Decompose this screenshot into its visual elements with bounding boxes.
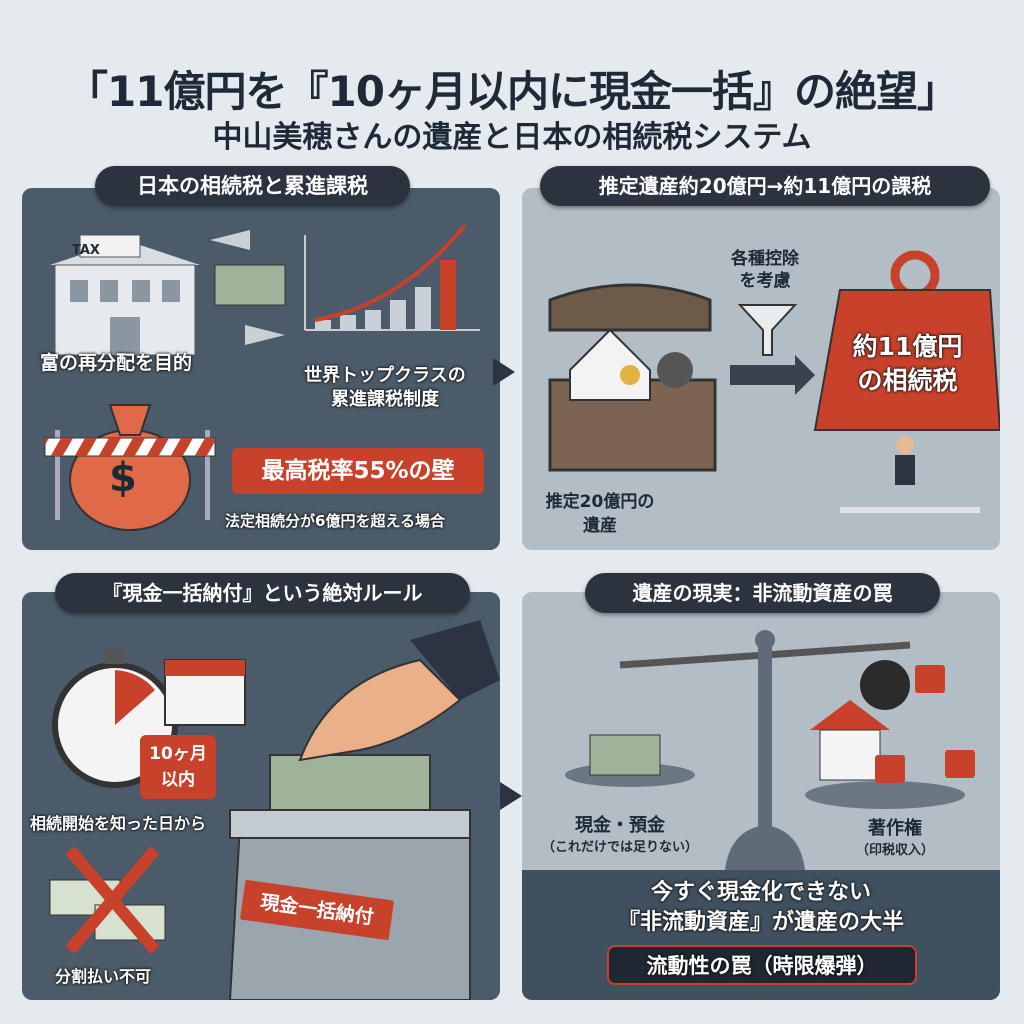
arrow-left-icon	[210, 230, 250, 250]
lock-icon	[945, 750, 975, 778]
record-icon	[860, 660, 910, 710]
top-rate-badge: 最高税率55%の壁	[232, 448, 484, 494]
arrow-right-icon	[730, 355, 815, 395]
funnel-icon	[737, 304, 798, 356]
tax-sign: TAX	[72, 243, 100, 258]
balance-scale-icon	[565, 630, 965, 870]
bar-chart-icon	[304, 225, 480, 331]
arrow-right-icon	[500, 782, 522, 810]
person-lifting-icon	[840, 436, 980, 513]
estate-label: 推定20億円の遺産	[545, 492, 655, 536]
hand-with-cash-icon	[269, 620, 500, 831]
copyright-label: 著作権（印税収入）	[855, 818, 934, 858]
panel2-heading: 推定遺産約20億円→約11億円の課税	[540, 166, 990, 206]
cash-label: 現金・預金（これだけでは足りない）	[541, 815, 698, 855]
arrow-right-icon	[245, 325, 285, 345]
arrow-right-icon	[493, 358, 515, 386]
panel3-heading: 『現金一括納付』という絶対ルール	[55, 573, 470, 613]
house-icon	[810, 700, 890, 781]
panel4-illustration	[565, 630, 975, 870]
lock-icon	[915, 665, 945, 693]
dollar-sign: $	[109, 455, 137, 501]
bank-building-icon	[50, 234, 200, 356]
purpose-label: 富の再分配を目的	[40, 352, 193, 374]
progressive-label: 世界トップクラスの累進課税制度	[304, 365, 466, 410]
cash-stack-icon	[214, 264, 286, 306]
panel2-illustration	[548, 250, 1000, 513]
panel1-heading: 日本の相続税と累進課税	[95, 166, 410, 206]
barrier-icon	[44, 430, 216, 520]
deadline-badge: 10ヶ月以内	[140, 735, 216, 799]
summary-text: 今すぐ現金化できない『非流動資産』が遺産の大半	[617, 880, 904, 935]
no-installment-label: 分割払い不可	[55, 967, 152, 986]
panel4-heading: 遺産の現実：非流動資産の罠	[585, 573, 940, 613]
tax-amount-label: 約11億円の相続税	[852, 332, 963, 395]
cash-stack-icon	[589, 734, 661, 776]
panel1-illustration	[44, 225, 480, 531]
liquidity-trap-badge: 流動性の罠（時限爆弾）	[607, 945, 917, 985]
start-label: 相続開始を知った日から	[30, 814, 207, 833]
page-title: 「11億円を『10ヶ月以内に現金一括』の絶望」	[66, 67, 959, 116]
lock-icon	[875, 755, 905, 783]
condition-label: 法定相続分が6億円を超える場合	[225, 512, 445, 530]
no-cash-icon	[49, 846, 166, 954]
deductions-label: 各種控除を考慮	[731, 249, 799, 291]
calendar-icon	[164, 659, 246, 726]
page-subtitle: 中山美穂さんの遺産と日本の相続税システム	[212, 120, 812, 155]
weight-icon	[813, 250, 1000, 431]
treasure-chest-icon	[548, 283, 717, 472]
